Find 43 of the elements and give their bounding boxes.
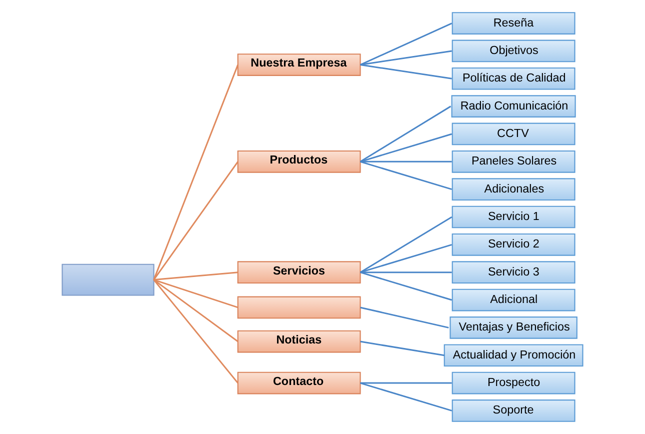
node-box: Reseña [452, 12, 576, 34]
connector [360, 382, 452, 412]
node-box: Servicio 3 [452, 261, 576, 284]
node-box: Políticas de Calidad [452, 67, 576, 90]
node-box: Nuestra Empresa [237, 54, 361, 76]
node-box: Adicional [452, 288, 576, 312]
node-box: Prospecto [452, 372, 576, 394]
node-box: Noticias [237, 330, 361, 353]
node-box: Actualidad y Promoción [444, 344, 584, 367]
connector [360, 160, 452, 190]
node-box: Productos [237, 150, 361, 173]
node-box: Servicio 1 [452, 206, 576, 228]
connector [360, 133, 452, 162]
node-box: Servicio 2 [452, 234, 576, 256]
connector [360, 306, 449, 328]
connector [360, 50, 452, 66]
connector [153, 279, 238, 384]
node-box: Contacto [237, 372, 361, 394]
connector [153, 161, 238, 280]
node-box: Soporte [452, 400, 576, 422]
connector [360, 382, 452, 384]
connector [360, 272, 452, 301]
node-box [237, 296, 361, 319]
connector [360, 160, 452, 162]
node-box: Servicios [237, 261, 361, 284]
connector [153, 279, 238, 342]
node-box: Adicionales [452, 178, 576, 200]
node-box: Radio Comunicación [451, 95, 576, 118]
node-box: Objetivos [452, 40, 576, 62]
node-box: Paneles Solares [452, 150, 576, 173]
connector [154, 279, 238, 308]
connector [360, 244, 452, 274]
connector [360, 272, 452, 274]
node-box [62, 264, 154, 296]
node-box: CCTV [452, 122, 576, 146]
connector [360, 340, 444, 356]
connector [360, 106, 452, 162]
connector [360, 64, 452, 80]
node-box: Ventajas y Beneficios [450, 316, 578, 339]
connector [360, 22, 452, 66]
connector [154, 272, 238, 281]
connector [360, 216, 452, 273]
connector [153, 64, 239, 280]
